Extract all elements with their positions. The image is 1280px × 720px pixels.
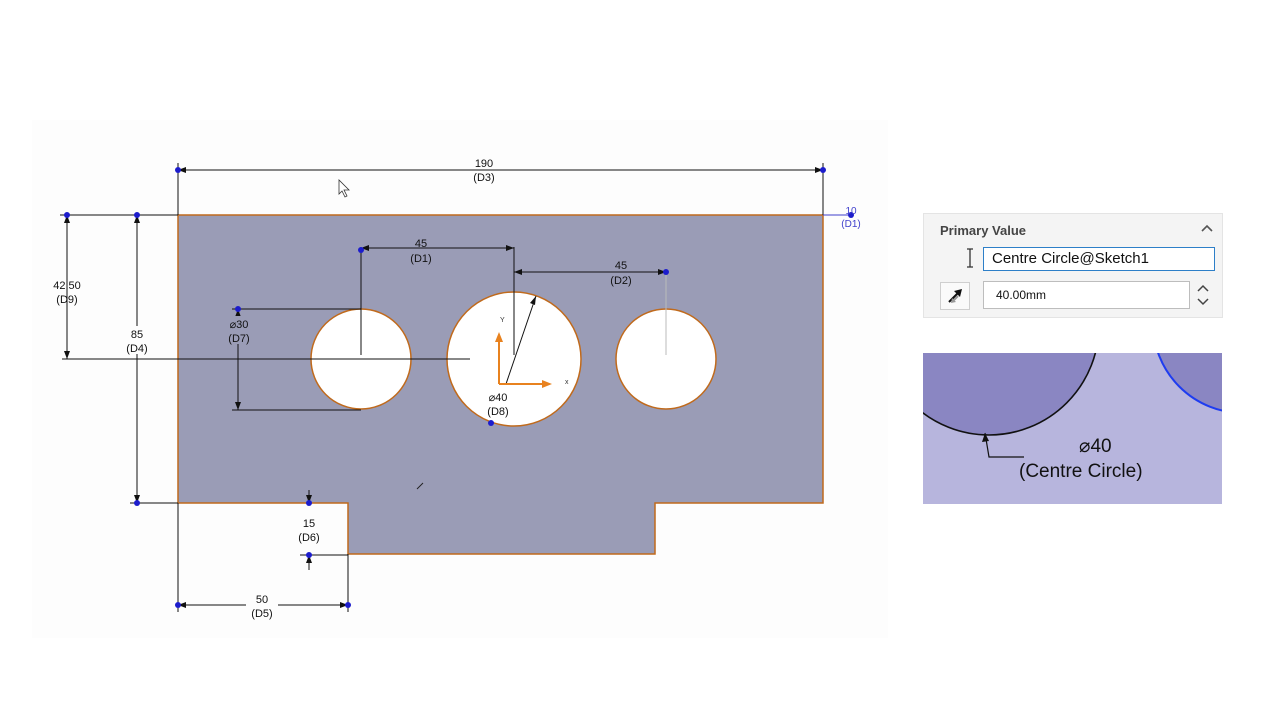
d8-name: (D8) bbox=[487, 406, 508, 418]
d8-value: ⌀40 bbox=[489, 392, 508, 404]
x-axis-label: x bbox=[565, 379, 569, 386]
dimension-d1[interactable]: 45 (D1) bbox=[358, 238, 514, 265]
primary-value-panel: Primary Value Centre Circle@Sketch1 40.0… bbox=[923, 213, 1223, 318]
d5-name: (D5) bbox=[251, 608, 272, 620]
text-cursor-icon bbox=[967, 248, 973, 268]
dimension-d8[interactable]: ⌀40 (D8) bbox=[487, 295, 537, 426]
d9-name: (D9) bbox=[56, 294, 77, 306]
origin-triad: x Y bbox=[495, 317, 569, 388]
sketch-canvas[interactable]: 190 (D3) 45 (D1) 45 (D2) 42.50 (D9) bbox=[32, 120, 888, 638]
d4-value: 85 bbox=[131, 329, 143, 341]
panel-title: Primary Value bbox=[940, 223, 1026, 238]
d6-name: (D6) bbox=[298, 532, 319, 544]
d3-value: 190 bbox=[475, 158, 493, 170]
dimension-arrow-icon bbox=[948, 289, 962, 303]
d1-name: (D1) bbox=[410, 253, 431, 265]
d6-value: 15 bbox=[303, 518, 315, 530]
d7-value: ⌀30 bbox=[230, 319, 249, 331]
ghost-value: 10 bbox=[845, 206, 857, 217]
zoom-diameter-label: ⌀40 bbox=[1079, 436, 1112, 457]
dimension-d3[interactable]: 190 (D3) bbox=[175, 158, 826, 215]
dimension-name-field[interactable]: Centre Circle@Sketch1 bbox=[983, 247, 1215, 271]
dimension-d2[interactable]: 45 (D2) bbox=[514, 260, 669, 287]
zoom-graphic bbox=[923, 353, 1222, 458]
zoom-circle-name: (Centre Circle) bbox=[1019, 461, 1143, 482]
dimension-value-field[interactable]: 40.00mm bbox=[983, 281, 1190, 309]
mouse-pointer-icon bbox=[338, 179, 350, 198]
d5-value: 50 bbox=[256, 594, 268, 606]
d3-name: (D3) bbox=[473, 172, 494, 184]
zoom-inset: ⌀40 (Centre Circle) bbox=[923, 353, 1222, 504]
dimension-d6[interactable]: 15 (D6) bbox=[298, 490, 348, 570]
dimension-d5[interactable]: 50 (D5) bbox=[175, 503, 351, 620]
collapse-chevron-icon[interactable] bbox=[1200, 222, 1214, 236]
dimension-d4[interactable]: 85 (D4) bbox=[124, 212, 178, 506]
d9-value: 42.50 bbox=[53, 280, 81, 292]
y-axis-label: Y bbox=[500, 317, 505, 324]
sketch-graphics-area[interactable]: 190 (D3) 45 (D1) 45 (D2) 42.50 (D9) bbox=[32, 120, 888, 638]
d7-name: (D7) bbox=[228, 333, 249, 345]
d4-name: (D4) bbox=[126, 343, 147, 355]
ghost-name: (D1) bbox=[841, 219, 860, 230]
spinner-icon[interactable] bbox=[1195, 281, 1211, 309]
d1-value: 45 bbox=[415, 238, 427, 250]
dimension-d7[interactable]: ⌀30 (D7) bbox=[224, 306, 361, 411]
d2-value: 45 bbox=[615, 260, 627, 272]
dimension-arrow-button[interactable] bbox=[940, 282, 970, 310]
d2-name: (D2) bbox=[610, 275, 631, 287]
dimension-d9[interactable]: 42.50 (D9) bbox=[53, 212, 178, 359]
ghost-dimension: 10 (D1) bbox=[823, 206, 861, 230]
